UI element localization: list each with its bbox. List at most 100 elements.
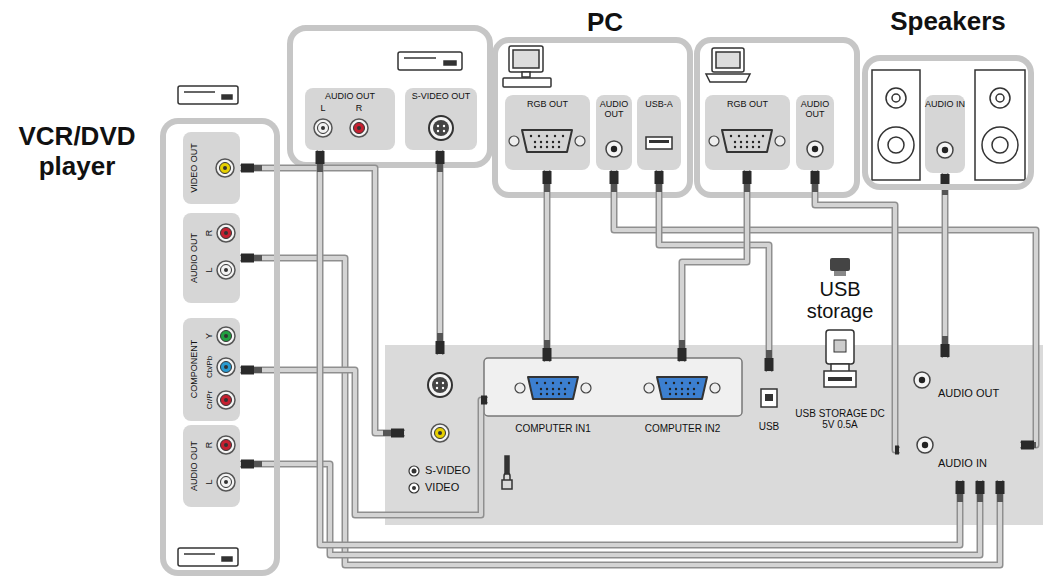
- port-label: Cr/Pr: [206, 391, 215, 410]
- cable-core: [240, 258, 1000, 565]
- cable-core: [682, 170, 747, 362]
- port-label: AUDIO OUT: [190, 441, 200, 491]
- cable-plug: [743, 171, 752, 184]
- port-area: COMPUTER IN2: [625, 362, 740, 442]
- cable-core: [943, 173, 947, 358]
- cable-plug: [941, 174, 950, 187]
- cable-plug: [996, 481, 1005, 494]
- cable: [682, 170, 747, 362]
- port-label: L: [205, 479, 215, 484]
- cable-plug: [436, 341, 445, 354]
- cable-plug: [436, 151, 445, 164]
- port-label: AUDIO IN: [938, 458, 1018, 470]
- cable-outline: [320, 150, 960, 545]
- cable-plug: [241, 460, 254, 469]
- cable-outline: [437, 150, 444, 355]
- cable-plug: [1034, 442, 1036, 448]
- cable: [614, 170, 1036, 445]
- vcr-panel-outline: [290, 28, 490, 165]
- port-label: Cb/Pb: [206, 356, 215, 378]
- cable-plug: [812, 184, 818, 192]
- port-label: USB-A: [637, 100, 681, 110]
- cable-outline: [240, 464, 980, 555]
- port-box: COMPONENTYCb/PbCr/Pr: [183, 318, 240, 421]
- cable-plug: [481, 396, 487, 405]
- cable: [440, 150, 441, 355]
- port-label: RGB OUT: [705, 100, 790, 110]
- cable-plug: [383, 430, 391, 436]
- port-box: VIDEO OUT: [183, 132, 240, 204]
- pc-outline: [495, 40, 857, 195]
- cable-plug: [611, 184, 617, 192]
- cable-core: [240, 464, 980, 555]
- cable-plug: [241, 254, 254, 263]
- cable-core: [320, 150, 960, 545]
- cable: [240, 370, 488, 515]
- port-box: USB-A: [637, 95, 681, 170]
- cable-plug: [679, 340, 685, 348]
- cable-core: [659, 170, 769, 372]
- port-label: COMPUTER IN1: [488, 424, 618, 435]
- port-label: AUDIO OUT: [796, 100, 834, 119]
- cable-core: [240, 370, 488, 515]
- cable-plug: [895, 446, 899, 455]
- cable: [547, 170, 548, 362]
- cable-plug: [254, 461, 262, 467]
- cable-plug: [544, 184, 550, 192]
- cable-plug: [254, 165, 262, 171]
- lock-icon: [502, 456, 512, 489]
- port-area: USB: [750, 372, 788, 440]
- port-label: S-VIDEO OUT: [405, 92, 477, 102]
- port-box: RGB OUT: [705, 95, 790, 170]
- cable: [320, 150, 960, 545]
- port-area: AUDIO IN: [900, 425, 1020, 480]
- cable-plug: [976, 481, 985, 494]
- port-label: L: [205, 267, 215, 272]
- port-label: AUDIO OUT: [938, 388, 1018, 400]
- port-area: PC RGB OUT AUDIO OUT USB-A RGB OUT AUDIO OUT: [495, 8, 857, 198]
- cable-plug: [997, 494, 1003, 502]
- cable-plug: [766, 350, 772, 358]
- cable-plug: [957, 494, 963, 502]
- cable-core: [438, 150, 442, 355]
- cable-outline: [942, 173, 949, 358]
- cable-plug: [241, 366, 254, 375]
- port-box: AUDIO OUTLR: [305, 88, 395, 150]
- cable-plug: [942, 336, 948, 344]
- cable-plug: [656, 184, 662, 192]
- port-label: L: [313, 104, 333, 114]
- port-label: AUDIO OUT: [190, 233, 200, 283]
- cable-outline: [682, 170, 747, 362]
- port-label: COMPUTER IN2: [625, 424, 740, 435]
- device-heading: Speakers: [868, 7, 1028, 35]
- cable-outline: [240, 370, 488, 515]
- cable: [240, 464, 980, 555]
- cable-plug: [317, 164, 323, 172]
- port-label: AUDIO IN: [925, 100, 965, 110]
- port-label: R: [205, 442, 215, 449]
- cable-plug: [543, 348, 552, 361]
- cable-plug: [437, 333, 443, 341]
- part-label: USB storage: [795, 278, 885, 322]
- cable-plug: [316, 151, 325, 164]
- port-box: AUDIO OUT R L: [183, 425, 240, 507]
- cable-plug: [811, 171, 820, 184]
- port-area: S-VIDEOVIDEO: [405, 355, 477, 505]
- cable-plug: [941, 344, 950, 357]
- cable: [659, 170, 769, 372]
- cable-outline: [614, 170, 1036, 445]
- cable-plug: [977, 494, 983, 502]
- port-label: AUDIO OUT: [596, 100, 632, 119]
- connector-jack: [900, 358, 1020, 410]
- cable-plug: [610, 171, 619, 184]
- port-label: COMPONENT: [190, 340, 200, 399]
- port-area: AUDIO OUT: [900, 358, 1020, 410]
- port-label: AUDIO OUT: [305, 92, 395, 102]
- device-heading: PC: [575, 8, 635, 36]
- port-label: VIDEO OUT: [190, 143, 200, 193]
- port-label: RGB OUT: [505, 100, 590, 110]
- connector-jack: [790, 365, 890, 445]
- cable-plug: [544, 340, 550, 348]
- cable-core: [545, 170, 549, 362]
- cable-plug: [241, 164, 254, 173]
